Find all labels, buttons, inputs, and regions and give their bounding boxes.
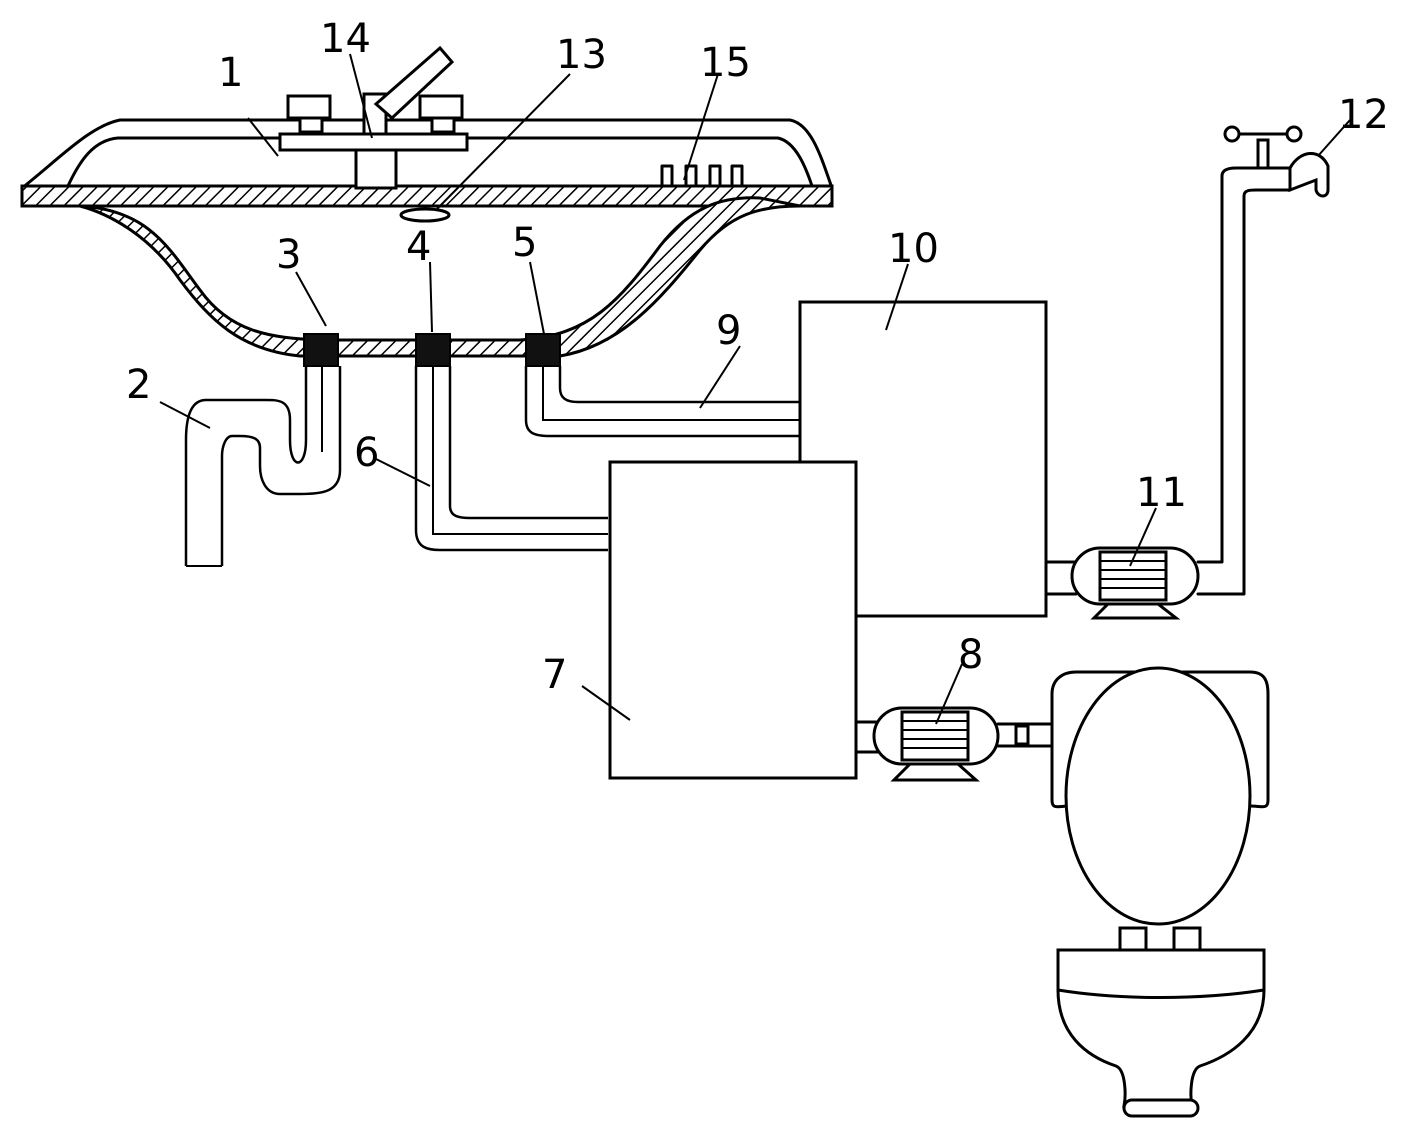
toilet xyxy=(1050,666,1270,1118)
label-trap: 2 xyxy=(126,362,151,408)
outlet-valve-right xyxy=(525,333,561,367)
drain-icon xyxy=(399,207,451,223)
leader-lines xyxy=(159,53,1351,725)
label-faucet: 14 xyxy=(320,16,371,62)
label-basin: 1 xyxy=(218,50,243,96)
basin-bowl xyxy=(79,196,801,358)
outlet-valve-left xyxy=(303,333,339,367)
overflow-slots xyxy=(660,164,744,188)
upper-pump xyxy=(1044,546,1200,620)
pipe-middle xyxy=(414,366,608,552)
basin-deck xyxy=(20,184,834,208)
faucet xyxy=(278,45,469,190)
label-pump-upper: 11 xyxy=(1136,470,1187,516)
pipe-right xyxy=(524,366,800,438)
label-outlet-middle: 4 xyxy=(406,224,431,270)
tap-pipe xyxy=(1196,166,1302,596)
label-pipe-middle: 6 xyxy=(354,430,379,476)
basin xyxy=(20,118,834,358)
tap xyxy=(1223,125,1330,198)
label-overflow: 15 xyxy=(700,40,751,86)
trap-pipe xyxy=(184,366,342,567)
lower-pump xyxy=(854,706,1054,782)
label-pump-lower: 8 xyxy=(958,632,983,678)
lower-tank xyxy=(608,460,858,780)
outlet-valve-middle xyxy=(415,333,451,367)
label-tank-upper: 10 xyxy=(888,226,939,272)
label-drain: 13 xyxy=(556,32,607,78)
label-outlet-left: 3 xyxy=(276,232,301,278)
label-outlet-right: 5 xyxy=(512,220,537,266)
label-tank-lower: 7 xyxy=(542,652,567,698)
label-tap: 12 xyxy=(1338,92,1389,138)
label-pipe-right: 9 xyxy=(716,308,741,354)
